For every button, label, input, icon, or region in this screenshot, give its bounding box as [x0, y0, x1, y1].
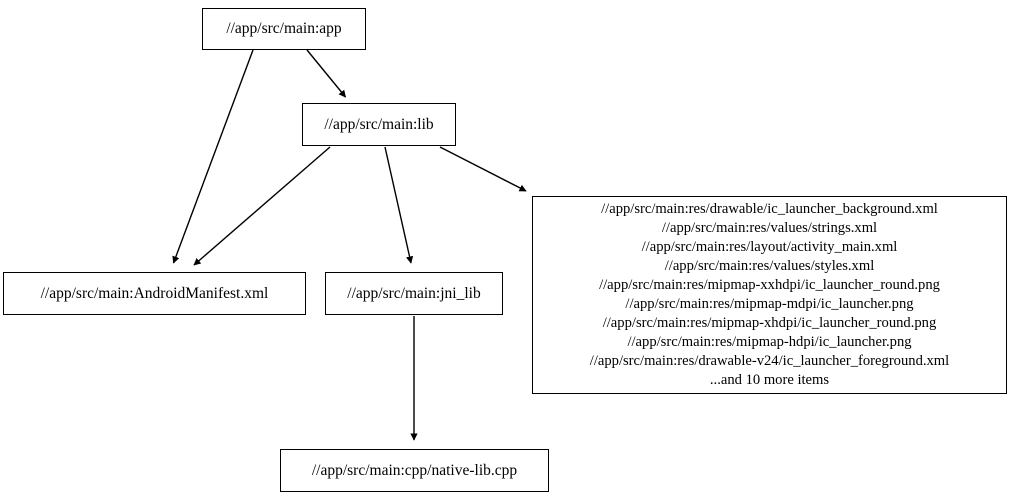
node-lib[interactable]: //app/src/main:lib	[302, 103, 456, 146]
edge-lib-to-res-group	[439, 146, 527, 192]
node-jni-lib[interactable]: //app/src/main:jni_lib	[325, 272, 503, 315]
node-native-lib-label: //app/src/main:cpp/native-lib.cpp	[311, 461, 518, 479]
edge-lib-to-jni-lib	[384, 146, 414, 264]
node-res-group[interactable]: //app/src/main:res/drawable/ic_launcher_…	[532, 196, 1007, 394]
node-app-label: //app/src/main:app	[226, 20, 342, 38]
node-android-manifest-label: //app/src/main:AndroidManifest.xml	[40, 284, 269, 302]
edge-lib-to-manifest	[193, 146, 331, 266]
edge-app-to-manifest	[172, 49, 254, 264]
node-native-lib[interactable]: //app/src/main:cpp/native-lib.cpp	[280, 449, 549, 492]
node-jni-lib-label: //app/src/main:jni_lib	[347, 284, 481, 302]
node-app[interactable]: //app/src/main:app	[202, 8, 366, 50]
node-lib-label: //app/src/main:lib	[324, 115, 434, 133]
node-android-manifest[interactable]: //app/src/main:AndroidManifest.xml	[3, 272, 306, 315]
node-res-group-label: //app/src/main:res/drawable/ic_launcher_…	[589, 200, 950, 389]
edge-app-to-lib	[306, 49, 347, 98]
